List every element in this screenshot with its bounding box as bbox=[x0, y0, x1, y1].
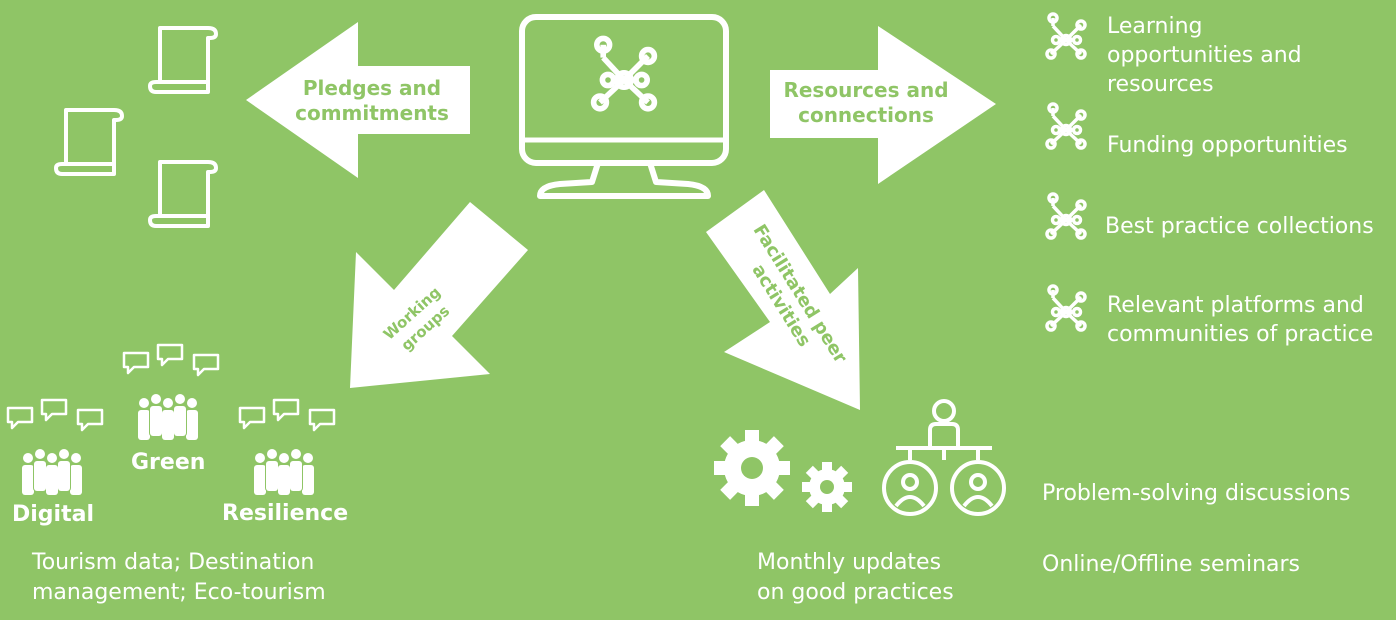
peer-activity-seminars: Online/Offline seminars bbox=[1042, 552, 1301, 577]
working-groups-caption: Tourism data; Destination management; Ec… bbox=[32, 548, 326, 608]
digital-team-icon bbox=[8, 400, 102, 495]
resource-platforms-line-2: communities of practice bbox=[1107, 322, 1374, 347]
resource-learning: Learning opportunities and resources bbox=[1107, 12, 1302, 99]
resilience-team-icon bbox=[240, 400, 334, 495]
group-label-resilience: Resilience bbox=[222, 501, 349, 526]
resource-funding: Funding opportunities bbox=[1107, 131, 1348, 160]
working-groups-caption-line-2: management; Eco-tourism bbox=[32, 580, 326, 605]
resource-platforms: Relevant platforms and communities of pr… bbox=[1107, 291, 1373, 349]
gear-icon bbox=[714, 430, 790, 506]
resource-learning-line-2: opportunities and bbox=[1107, 43, 1302, 68]
green-team-icon bbox=[124, 345, 218, 440]
peer-caption-line-2: on good practices bbox=[757, 580, 954, 605]
resources-arrow-label-2: connections bbox=[798, 103, 934, 127]
resource-best-practice-line-1: Best practice collections bbox=[1105, 214, 1374, 239]
small-gear-icon bbox=[802, 462, 852, 512]
resource-learning-line-3: resources bbox=[1107, 72, 1214, 97]
pledge-document-icon bbox=[148, 160, 218, 228]
resources-arrow-label-1: Resources and bbox=[783, 78, 948, 102]
network-icon bbox=[1045, 102, 1087, 150]
working-groups-arrow bbox=[350, 202, 528, 388]
network-icon bbox=[1045, 284, 1087, 332]
working-groups-caption-line-1: Tourism data; Destination bbox=[32, 550, 315, 575]
group-label-green: Green bbox=[131, 450, 206, 475]
monitor-icon bbox=[519, 14, 729, 199]
peer-caption: Monthly updates on good practices bbox=[757, 548, 954, 608]
group-label-digital: Digital bbox=[12, 502, 94, 527]
pledges-arrow-label-1: Pledges and bbox=[303, 76, 441, 100]
pledges-arrow-label-2: commitments bbox=[295, 101, 449, 125]
resource-funding-line-1: Funding opportunities bbox=[1107, 133, 1348, 158]
peer-activity-discussions: Problem-solving discussions bbox=[1042, 481, 1351, 506]
pledge-document-icon bbox=[148, 26, 218, 94]
resource-best-practice: Best practice collections bbox=[1105, 212, 1374, 241]
resource-platforms-line-1: Relevant platforms and bbox=[1107, 293, 1364, 318]
network-icon bbox=[1045, 12, 1087, 60]
pledges-arrow bbox=[246, 22, 470, 178]
peer-caption-line-1: Monthly updates bbox=[757, 550, 942, 575]
peer-activities-arrow bbox=[706, 190, 860, 410]
pledge-document-icon bbox=[54, 108, 124, 176]
resources-arrow bbox=[770, 26, 996, 184]
network-icon bbox=[1045, 192, 1087, 240]
resource-learning-line-1: Learning bbox=[1107, 14, 1203, 39]
peer-exchange-icon bbox=[882, 399, 1006, 516]
